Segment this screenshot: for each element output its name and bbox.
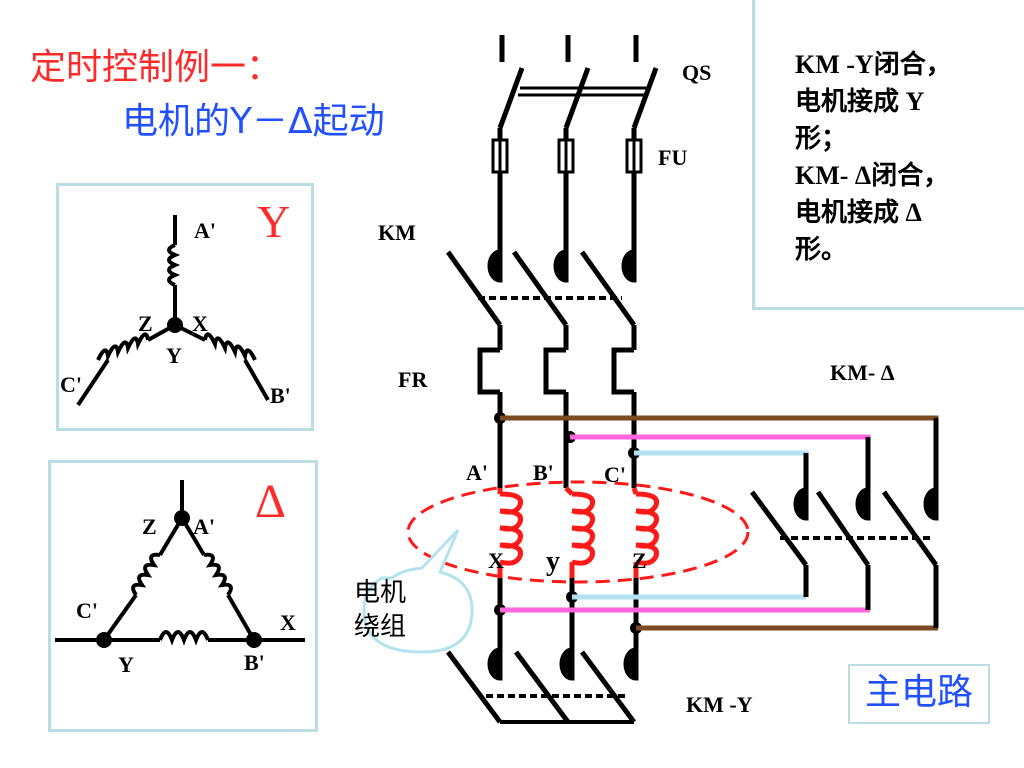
- delta-label-y: Y: [118, 652, 134, 677]
- y-symbol: Y: [257, 196, 291, 247]
- note-line: 形。: [795, 235, 848, 264]
- delta-label-b-prime: B': [244, 650, 265, 675]
- delta-connection-diagram: [55, 480, 305, 648]
- y-diagram-frame: [56, 183, 314, 431]
- label-b-prime: B': [533, 460, 554, 485]
- label-z: Z: [632, 548, 647, 573]
- note-line: KM -Y闭合，: [795, 50, 952, 79]
- km-delta-contacts: [749, 418, 939, 628]
- delta-label-c-prime: C': [76, 598, 98, 623]
- delta-symbol: Δ: [255, 475, 286, 528]
- motor-callout-bubble: [362, 528, 474, 654]
- y-label-c-prime: C': [60, 372, 82, 397]
- y-connection-diagram: [76, 215, 270, 407]
- note-box: KM -Y闭合， 电机接成 Y 形； KM- Δ闭合， 电机接成 Δ 形。: [752, 0, 1024, 310]
- note-line: KM- Δ闭合，: [795, 161, 950, 190]
- motor-winding-label: 电机 绕组: [354, 576, 406, 644]
- label-km-y: KM -Y: [686, 692, 753, 717]
- delta-label-a-prime: A': [193, 514, 215, 539]
- note-line: 形；: [795, 124, 848, 153]
- title-line2: 电机的Y－Δ起动: [122, 101, 385, 142]
- label-qs: QS: [682, 60, 712, 85]
- main-circuit-label: 主电路: [848, 664, 990, 724]
- note-line: 电机接成 Δ: [795, 198, 922, 227]
- motor-winding-line: 绕组: [354, 612, 407, 642]
- y-label-y: Y: [166, 343, 182, 368]
- note-line: 电机接成 Y: [795, 87, 925, 116]
- y-label-b-prime: B': [270, 383, 291, 408]
- y-label-z: Z: [138, 311, 153, 336]
- delta-diagram-frame: [48, 460, 318, 732]
- label-fu: FU: [658, 145, 688, 170]
- winding-highlight-ellipse: [406, 480, 750, 584]
- label-y: y: [546, 546, 560, 577]
- y-label-a-prime: A': [194, 218, 216, 243]
- label-x: X: [488, 548, 504, 573]
- motor-winding-line: 电机: [354, 578, 407, 608]
- y-label-x: X: [192, 311, 208, 336]
- delta-label-z: Z: [142, 514, 157, 539]
- label-a-prime: A': [466, 460, 488, 485]
- motor-coils: [497, 486, 660, 578]
- label-km: KM: [378, 220, 416, 245]
- main-circuit-wiring: [445, 35, 659, 724]
- delta-label-x: X: [280, 610, 296, 635]
- title-line1: 定时控制例一：: [30, 47, 283, 88]
- label-fr: FR: [398, 367, 428, 392]
- label-c-prime: C': [604, 462, 626, 487]
- label-km-delta: KM- Δ: [830, 360, 895, 385]
